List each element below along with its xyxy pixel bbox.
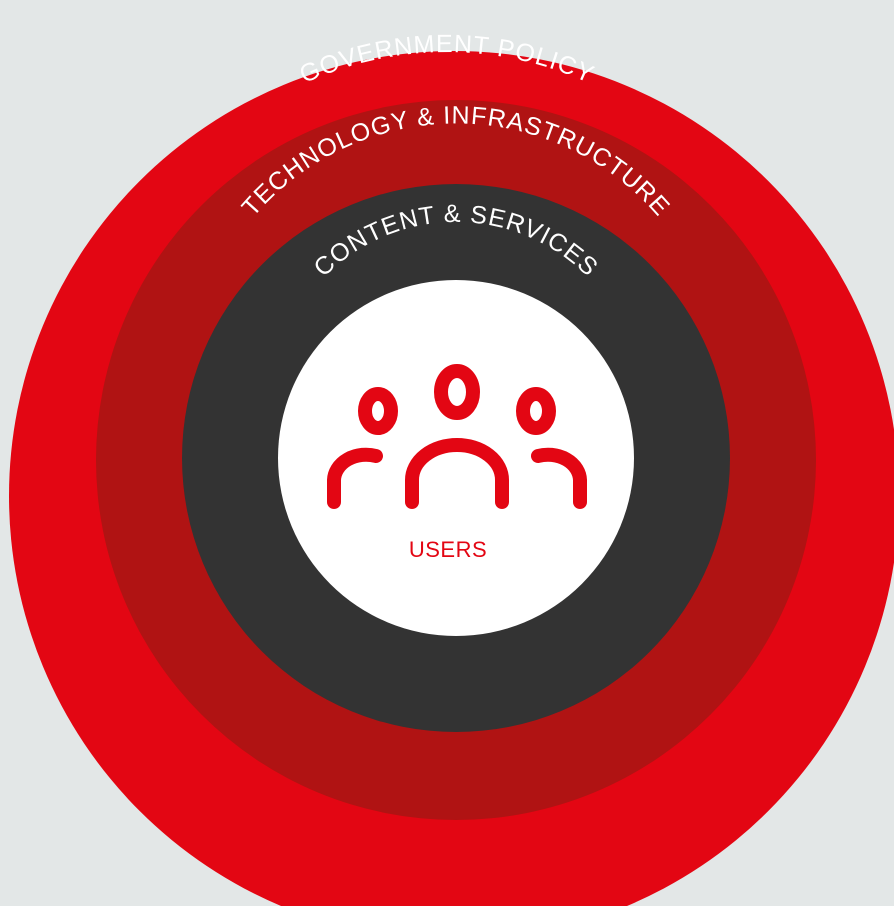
user-head-left (358, 387, 398, 435)
user-head-right (516, 387, 556, 435)
user-body-center (405, 438, 509, 509)
user-body-right (531, 447, 587, 509)
user-head-center (434, 364, 480, 420)
user-body-left (327, 447, 383, 509)
users-group-icon (327, 364, 587, 509)
users-label: USERS (409, 537, 487, 562)
users-core-circle (278, 280, 634, 636)
